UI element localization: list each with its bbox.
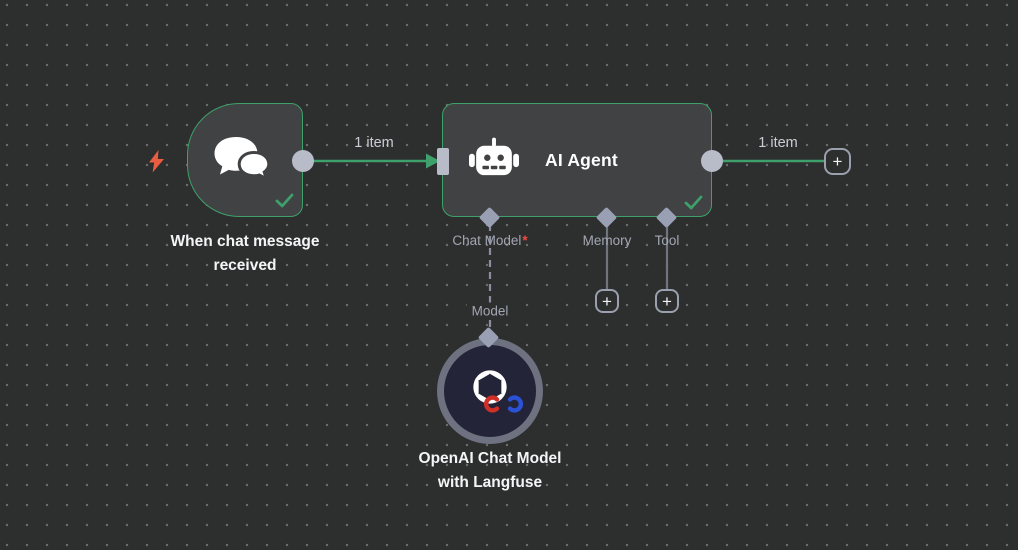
plus-icon: +	[662, 291, 672, 311]
add-tool-button[interactable]: +	[655, 289, 679, 313]
trigger-bolt-icon	[148, 150, 165, 173]
success-checkmark-icon	[275, 193, 294, 208]
openai-node-label: OpenAI Chat Model with Langfuse	[418, 450, 562, 491]
agent-node-title: AI Agent	[545, 149, 618, 170]
openai-logo-icon	[473, 370, 523, 413]
agent-input-port[interactable]	[437, 148, 449, 175]
add-next-node-button[interactable]: +	[824, 148, 851, 175]
plus-icon: +	[832, 152, 843, 171]
tool-port-label: Tool	[654, 233, 680, 248]
langfuse-links-icon	[484, 395, 523, 413]
node-chat-trigger[interactable]	[187, 103, 303, 217]
chat-model-port-label: Chat Model*	[452, 233, 528, 248]
connection-items-badge: 1 item	[354, 135, 394, 151]
connection-items-badge: 1 item	[758, 135, 798, 151]
model-connection-label: Model	[466, 302, 514, 320]
add-memory-button[interactable]: +	[595, 289, 619, 313]
node-ai-agent[interactable]: AI Agent	[442, 103, 712, 217]
trigger-output-port[interactable]	[292, 150, 314, 172]
success-checkmark-icon	[684, 195, 703, 210]
agent-output-port[interactable]	[701, 150, 723, 172]
robot-icon	[465, 135, 523, 185]
connection-trigger-to-agent[interactable]	[303, 153, 440, 169]
trigger-node-label: When chat message received	[170, 233, 320, 274]
required-marker: *	[522, 233, 528, 248]
node-openai-chat-model[interactable]	[437, 338, 543, 444]
connection-arrowhead-icon	[426, 153, 440, 169]
plus-icon: +	[602, 291, 612, 311]
chat-bubbles-icon	[212, 136, 274, 186]
memory-port-label: Memory	[582, 233, 632, 248]
